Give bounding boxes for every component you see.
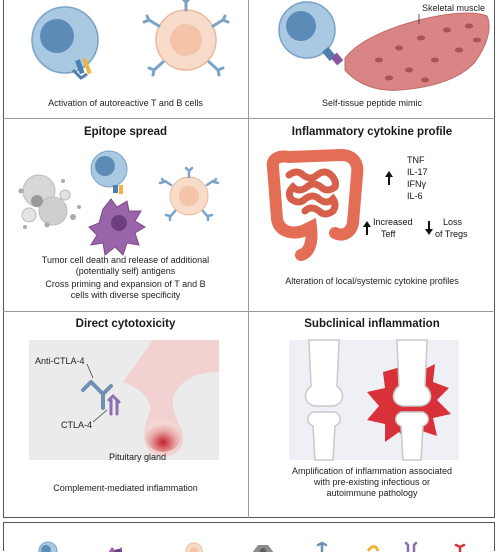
figure-frame [3, 0, 495, 518]
activation-caption: Activation of autoreactive T and B cells [48, 98, 203, 108]
skeletal-muscle-label: Skeletal muscle [422, 3, 485, 13]
mimic-caption: Self-tissue peptide mimic [321, 98, 423, 108]
subclinical-caption-2: with pre-existing infectious or [313, 477, 431, 487]
panel-subclinical: Subclinical inflammation Amplification o… [249, 312, 495, 518]
panel-epitope: Epitope spread [3, 119, 248, 311]
row-divider-2 [3, 311, 495, 312]
row-divider-1 [3, 118, 495, 119]
panel-cytokine: Inflammatory cytokine profile TNF IL-17 … [249, 119, 495, 311]
subclinical-caption-3: autoimmune pathology [326, 488, 418, 498]
subclinical-caption-1: Amplification of inflammation associated [291, 466, 453, 476]
legend-icons [38, 541, 466, 552]
teff-label: Teff [381, 229, 396, 239]
cytokine-icon [366, 545, 380, 552]
cytokine-ifng: IFNγ [407, 179, 426, 189]
b-cell-icon [142, 0, 230, 77]
up-arrow-icon [385, 171, 393, 185]
skeletal-muscle-icon [344, 12, 490, 91]
cytokine-tnf: TNF [407, 155, 425, 165]
t-cell-icon [90, 150, 128, 194]
dendritic-cell-icon [88, 198, 146, 256]
mimic-illustration: Skeletal muscle [278, 1, 490, 91]
epitope-caption-2: (potentially self) antigens [75, 266, 176, 276]
panel-activation: Activation of autoreactive T and B cells [3, 0, 248, 118]
subclinical-title: Subclinical inflammation [304, 318, 440, 330]
epitope-illustration [18, 150, 220, 256]
pituitary-label: Pituitary gland [109, 452, 166, 462]
t-cell-icon [278, 1, 344, 66]
cytotoxicity-caption: Complement-mediated inflammation [53, 483, 198, 493]
epitope-caption-1: Tumor cell death and release of addition… [41, 255, 210, 265]
epitope-title: Epitope spread [83, 126, 168, 138]
increased-label: Increased [373, 217, 413, 227]
cytotoxicity-illustration: Anti-CTLA-4 CTLA-4 Pituitary gland [29, 340, 219, 462]
cytokine-caption: Alteration of local/systemic cytokine pr… [285, 276, 459, 286]
cytotoxicity-title: Direct cytotoxicity [75, 318, 176, 330]
pituitary-gland-icon [123, 340, 219, 457]
cytokine-il17: IL-17 [407, 167, 428, 177]
tregs-label: of Tregs [435, 229, 468, 239]
knee-healthy-icon [304, 339, 344, 461]
anti-ctla4-label: Anti-CTLA-4 [35, 356, 85, 366]
epitope-caption-4: cells with diverse specificity [70, 290, 181, 300]
ctla4-receptor-icon [107, 394, 121, 416]
column-divider [248, 0, 249, 518]
t-cell-icon [31, 6, 99, 80]
down-arrow-icon [425, 221, 433, 235]
subclinical-illustration [289, 339, 459, 461]
anti-ctla4-antibody-icon [81, 380, 113, 410]
activation-illustration [31, 0, 230, 80]
epitope-caption-3: Cross priming and expansion of T and B [45, 279, 206, 289]
cytokine-illustration: TNF IL-17 IFNγ IL-6 Increased Teff Loss … [266, 148, 468, 261]
dendritic-cell-icon [108, 547, 122, 552]
cytokine-title: Inflammatory cytokine profile [291, 126, 453, 138]
dead-tumor-cells-icon [18, 174, 81, 229]
legend-strip [3, 522, 495, 552]
intestine-icon [266, 148, 364, 261]
loss-label: Loss [443, 217, 463, 227]
b-cell-icon [158, 166, 220, 222]
panel-cytotoxicity: Direct cytotoxicity Anti-CTLA-4 CTLA-4 P… [3, 312, 248, 518]
cytokine-il6: IL-6 [407, 191, 423, 201]
knee-inflamed-icon [392, 339, 432, 461]
ctla4-label: CTLA-4 [61, 420, 92, 430]
ctla4-icon [404, 541, 418, 552]
panel-mimic: Skeletal muscle Self-tissue peptide mimi… [249, 0, 495, 118]
up-arrow-icon [363, 221, 371, 235]
